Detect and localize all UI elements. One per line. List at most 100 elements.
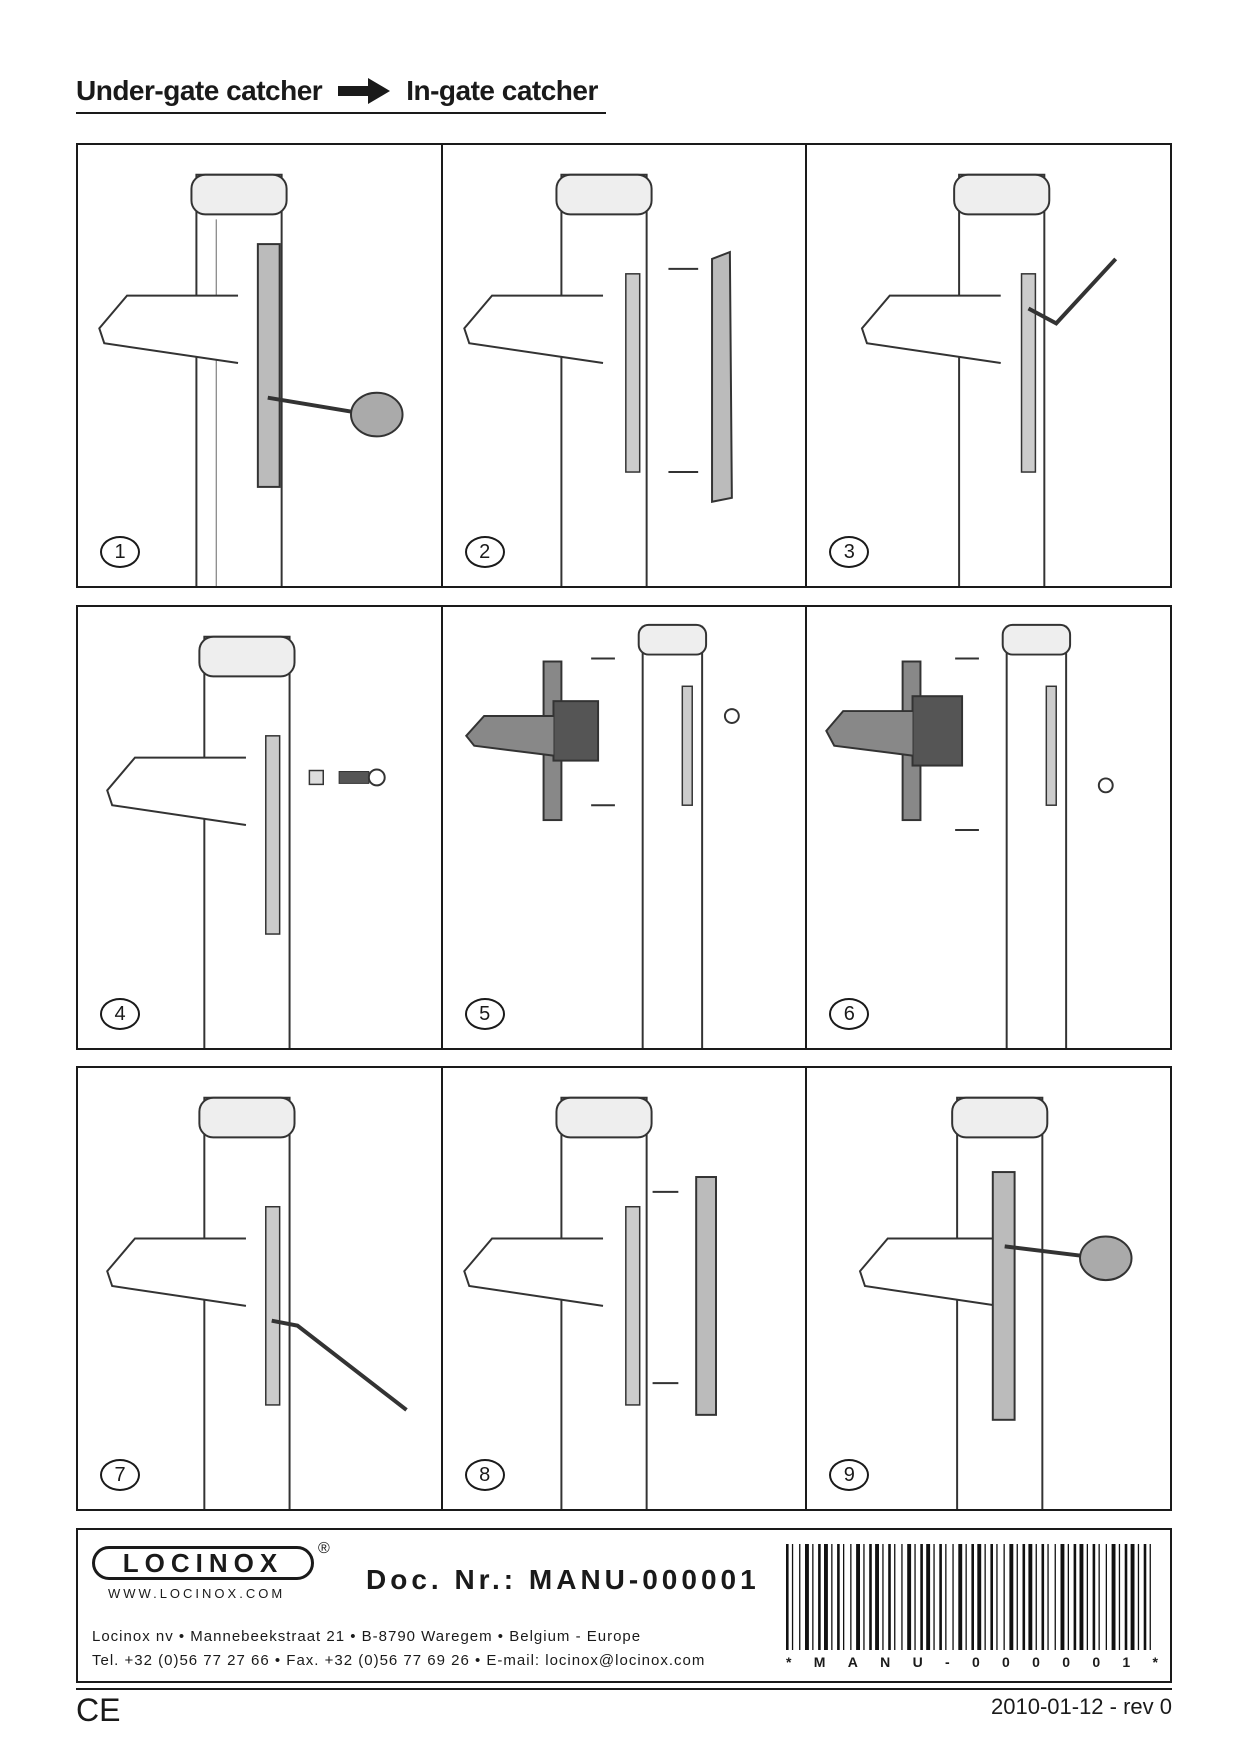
step-number: 2 xyxy=(464,536,505,568)
document-footer: LOCINOX ® WWW.LOCINOX.COM Doc. Nr.: MANU… xyxy=(76,1528,1172,1683)
barcode-bar xyxy=(971,1544,974,1650)
step-panel-2: 2 xyxy=(443,145,808,586)
barcode xyxy=(786,1544,1151,1650)
barcode-bar xyxy=(990,1544,993,1650)
barcode-bar xyxy=(805,1544,809,1650)
post-illustration xyxy=(106,635,386,1048)
barcode-bar xyxy=(837,1544,840,1650)
barcode-bar xyxy=(882,1544,884,1650)
barcode-bar xyxy=(863,1544,865,1650)
step-panel-8: 8 xyxy=(443,1068,808,1509)
step-panel-4: 4 xyxy=(78,607,443,1048)
barcode-bar xyxy=(1137,1544,1140,1650)
barcode-bar xyxy=(939,1544,942,1650)
date-revision: 2010-01-12 - rev 0 xyxy=(991,1694,1172,1719)
barcode-char: M xyxy=(813,1654,826,1670)
barcode-bar xyxy=(901,1544,903,1650)
post-illustration xyxy=(825,623,1115,1048)
barcode-bar xyxy=(1060,1544,1065,1650)
steps-row-2: 4 5 6 xyxy=(76,605,1172,1050)
barcode-char: * xyxy=(1152,1654,1158,1670)
step-panel-3: 3 xyxy=(807,145,1170,586)
barcode-char: 0 xyxy=(971,1654,980,1670)
company-address: Locinox nv • Mannebeekstraat 21 • B-8790… xyxy=(92,1628,642,1645)
post-illustration xyxy=(106,1096,408,1509)
barcode-bar xyxy=(952,1544,954,1650)
step-number: 6 xyxy=(829,998,870,1030)
barcode-bar xyxy=(977,1544,982,1650)
barcode-bar xyxy=(888,1544,891,1650)
barcode-bar xyxy=(1124,1544,1128,1650)
barcode-bar xyxy=(1073,1544,1077,1650)
company-contact: Tel. +32 (0)56 77 27 66 • Fax. +32 (0)56… xyxy=(92,1652,706,1669)
barcode-char: - xyxy=(944,1654,950,1670)
barcode-bar xyxy=(1086,1544,1088,1650)
barcode-char: A xyxy=(847,1654,858,1670)
barcode-bar xyxy=(843,1544,845,1650)
barcode-bar xyxy=(869,1544,872,1650)
step-panel-9: 9 xyxy=(807,1068,1170,1509)
website-url: WWW.LOCINOX.COM xyxy=(108,1586,286,1601)
barcode-bar xyxy=(1041,1544,1045,1650)
bottom-divider xyxy=(76,1688,1172,1690)
barcode-bar xyxy=(914,1544,916,1650)
barcode-bar xyxy=(799,1544,801,1650)
barcode-char: U xyxy=(912,1654,923,1670)
post-illustration xyxy=(464,623,740,1048)
barcode-bar xyxy=(958,1544,963,1650)
post-illustration xyxy=(98,173,404,586)
registered-mark: ® xyxy=(318,1540,330,1557)
barcode-char: 1 xyxy=(1122,1654,1131,1670)
barcode-bar xyxy=(818,1544,821,1650)
barcode-bar xyxy=(1111,1544,1116,1650)
barcode-bar xyxy=(1092,1544,1096,1650)
title-in-gate-catcher: In-gate catcher xyxy=(406,75,598,106)
page-header: Under-gate catcher In-gate catcher xyxy=(76,70,606,114)
barcode-bar xyxy=(791,1544,794,1650)
barcode-bar xyxy=(920,1544,923,1650)
step-panel-1: 1 xyxy=(78,145,443,586)
barcode-bar xyxy=(1022,1544,1026,1650)
step-number: 5 xyxy=(464,998,505,1030)
barcode-bar xyxy=(1105,1544,1107,1650)
barcode-bar xyxy=(856,1544,860,1650)
steps-row-1: 1 2 3 xyxy=(76,143,1172,588)
barcode-bar xyxy=(1079,1544,1084,1650)
barcode-bar xyxy=(1003,1544,1005,1650)
barcode-char: 0 xyxy=(1062,1654,1071,1670)
locinox-logo: LOCINOX xyxy=(92,1546,314,1580)
post-illustration xyxy=(861,173,1118,586)
step-number: 8 xyxy=(464,1459,505,1491)
barcode-bar xyxy=(1028,1544,1033,1650)
barcode-bar xyxy=(1149,1544,1151,1650)
barcode-bar xyxy=(965,1544,967,1650)
post-illustration xyxy=(859,1096,1133,1509)
barcode-bar xyxy=(1118,1544,1121,1650)
barcode-bar xyxy=(1143,1544,1147,1650)
step-panel-5: 5 xyxy=(443,607,808,1048)
barcode-bar xyxy=(945,1544,947,1650)
barcode-bar xyxy=(831,1544,833,1650)
step-number: 4 xyxy=(100,998,140,1030)
step-panel-7: 7 xyxy=(78,1068,443,1509)
barcode-bar xyxy=(850,1544,852,1650)
step-number: 3 xyxy=(829,536,870,568)
barcode-char: 0 xyxy=(1002,1654,1010,1670)
ce-mark: CE xyxy=(76,1692,121,1728)
barcode-bar xyxy=(1067,1544,1069,1650)
barcode-bar xyxy=(984,1544,986,1650)
barcode-bar xyxy=(1035,1544,1037,1650)
barcode-bar xyxy=(1098,1544,1100,1650)
barcode-caption: * M A N U - 0 0 0 0 0 1 * xyxy=(786,1654,1158,1670)
barcode-bar xyxy=(933,1544,935,1650)
barcode-char: N xyxy=(880,1654,891,1670)
barcode-bar xyxy=(1054,1544,1056,1650)
barcode-char: 0 xyxy=(1032,1654,1040,1670)
barcode-bar xyxy=(1016,1544,1018,1650)
title-under-gate-catcher: Under-gate catcher xyxy=(76,75,323,106)
barcode-bar xyxy=(894,1544,896,1650)
barcode-bar xyxy=(824,1544,828,1650)
right-arrow-icon xyxy=(338,78,391,104)
barcode-bar xyxy=(786,1544,789,1650)
barcode-bar xyxy=(1130,1544,1135,1650)
